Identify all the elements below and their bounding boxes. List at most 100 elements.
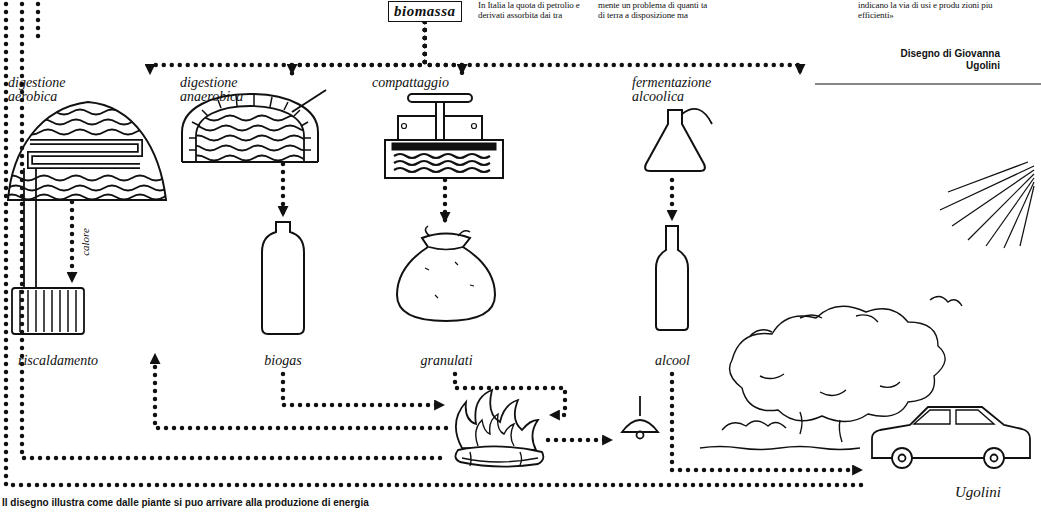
- flow-dots: [36, 0, 41, 40]
- flow-arrow: [292, 22, 425, 74]
- lamp: [639, 396, 641, 416]
- node-text: digestione anaerobica: [180, 76, 260, 104]
- gas-bottle: [262, 222, 304, 334]
- node-text: riscaldamento: [18, 354, 98, 368]
- digester-dome: [190, 156, 318, 161]
- newspaper-text: In Italia la quota di petrolio e derivat…: [478, 0, 594, 20]
- flow-dots: [455, 374, 565, 415]
- flow-dots: [672, 374, 862, 470]
- compost-pile: [4, 110, 180, 200]
- process-label: digestione aerobica: [5, 74, 170, 202]
- flask: [645, 110, 705, 171]
- alcohol-bottle: [656, 226, 688, 330]
- sun-rays: [948, 162, 1028, 192]
- flow-dots: [283, 374, 444, 405]
- signature: Ugolini: [955, 484, 1025, 500]
- compost-pile: [4, 102, 180, 200]
- alcohol-bottle: [656, 226, 688, 330]
- lamp: [622, 420, 658, 432]
- digester-dome: [190, 136, 318, 141]
- press: [385, 140, 503, 178]
- node-text: fermentazione alcoolica: [632, 76, 732, 104]
- tree: [750, 315, 900, 396]
- car: [899, 455, 906, 462]
- press: [385, 94, 503, 178]
- credit-line: Disegno di Giovanna Ugolini: [900, 48, 1000, 72]
- flow-arrow: [670, 180, 675, 220]
- digester-dome: [182, 94, 318, 162]
- radiator: [12, 288, 84, 334]
- compost-pile: [4, 120, 180, 125]
- compost-pile: [4, 195, 180, 200]
- newspaper-text: indicano la via di usi e produ zioni piu…: [858, 0, 1008, 20]
- pellet-sack: [397, 226, 495, 321]
- sun-rays: [1004, 182, 1034, 248]
- node-text: alcool: [655, 354, 690, 368]
- product-label: alcool: [645, 220, 700, 368]
- heat-pipe: [35, 168, 37, 288]
- digester-dome: [186, 126, 314, 131]
- pellet-sack: [429, 247, 463, 250]
- rule-line: [815, 84, 1041, 85]
- car: [984, 448, 1004, 468]
- digester-dome: [186, 116, 318, 161]
- process-label: digestione anaerobica: [178, 74, 323, 164]
- fire: [462, 452, 538, 466]
- sun-rays: [952, 170, 1034, 226]
- lamp: [628, 431, 652, 432]
- car: [892, 448, 912, 468]
- lamp: [622, 396, 658, 439]
- node-text: digestione aerobica: [8, 76, 88, 104]
- flow-dots: [6, 0, 862, 485]
- process-label: compattaggio: [370, 74, 512, 180]
- caption: Il disegno illustra come dalle piante si…: [2, 497, 369, 509]
- flow-arrow: [425, 22, 800, 74]
- node-text: granulati: [420, 354, 472, 368]
- press: [402, 124, 407, 129]
- flow-arrow: [281, 164, 286, 216]
- press: [394, 154, 490, 172]
- radiator: [12, 288, 84, 334]
- flask: [682, 109, 712, 124]
- digester-dome: [196, 106, 304, 162]
- flow-dots: [6, 0, 862, 485]
- radiator: [20, 290, 76, 332]
- fire: [455, 446, 543, 466]
- product-label: granulati: [398, 222, 495, 368]
- car: [872, 407, 1030, 468]
- press: [472, 124, 477, 129]
- rule-line: [815, 84, 1041, 85]
- sun-rays: [940, 162, 1034, 248]
- digester-dome: [190, 116, 318, 121]
- press: [408, 94, 472, 102]
- digester-dome: [292, 90, 326, 112]
- digester-dome: [186, 146, 314, 151]
- car: [991, 455, 998, 462]
- source-box: biomassa: [388, 1, 462, 22]
- flow-arrow: [150, 22, 425, 74]
- fire: [456, 390, 538, 450]
- car: [914, 410, 994, 424]
- compost-pile: [8, 110, 168, 115]
- digester-dome: [182, 161, 318, 163]
- product-label: biogas: [255, 216, 311, 368]
- compost-pile: [4, 176, 180, 181]
- fire: [455, 390, 543, 467]
- tree: [730, 306, 946, 421]
- tree: [800, 412, 842, 442]
- edge-label: calore: [80, 226, 91, 258]
- sun-rays: [1020, 186, 1034, 246]
- newspaper-text: mente un problema di quanti ta di terra …: [598, 0, 714, 20]
- compost-pile: [30, 142, 140, 166]
- heat-pipe: [24, 168, 36, 288]
- flow-dots: [155, 354, 446, 428]
- flow-arrow: [70, 202, 75, 282]
- node-text: compattaggio: [372, 76, 449, 90]
- node-text: biomassa: [394, 2, 456, 20]
- press: [436, 102, 444, 142]
- pellet-sack: [397, 234, 495, 322]
- fire: [476, 414, 514, 446]
